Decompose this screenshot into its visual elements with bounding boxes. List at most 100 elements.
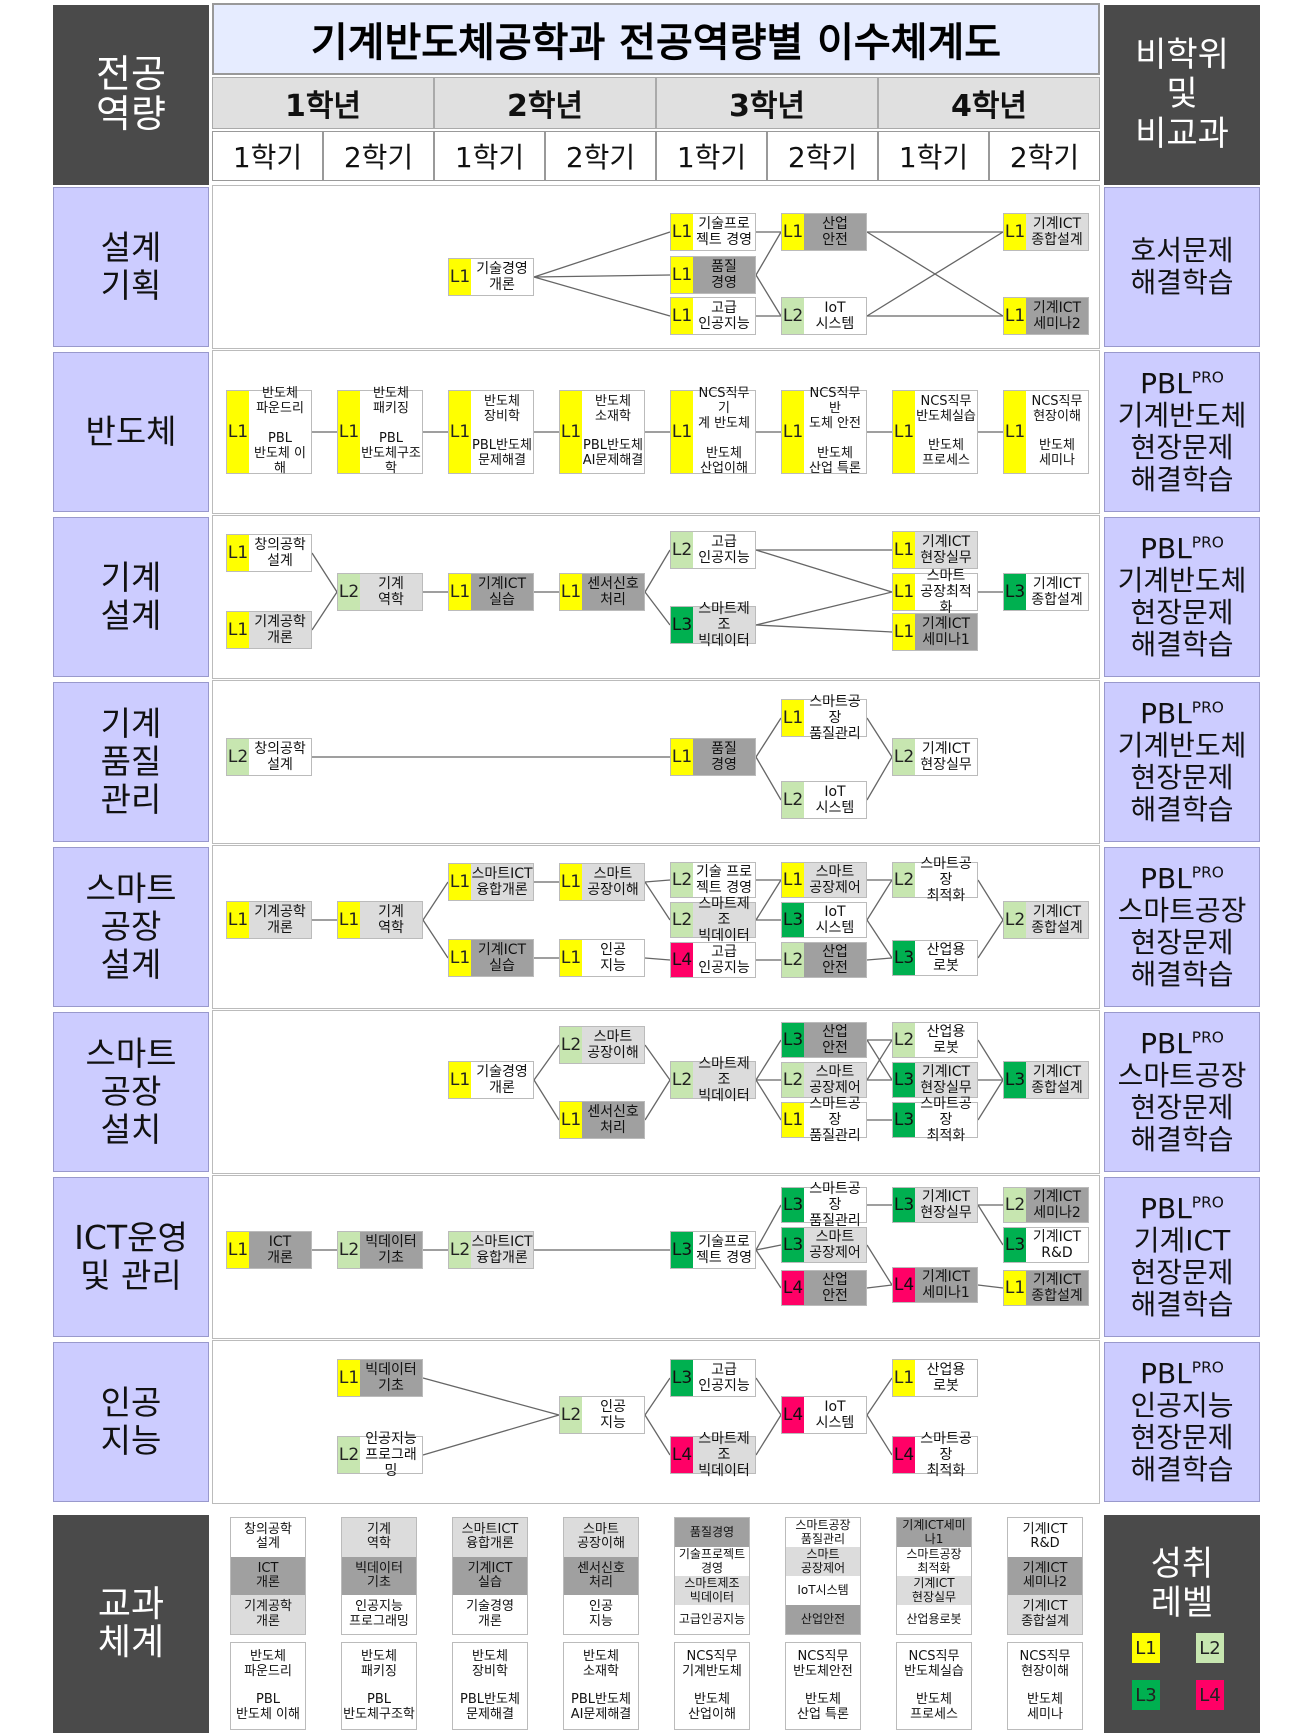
- curriculum-semicon-course: PBL반도체 AI문제해결: [570, 1692, 632, 1722]
- course-name: 기계ICT 종합설계: [1031, 1063, 1083, 1096]
- level-badge: L2: [782, 298, 804, 334]
- course-name: NCS직무 반도체실습 반도체 프로세스: [916, 393, 976, 469]
- connector-line: [866, 1377, 893, 1416]
- level-badge: L2: [1004, 1188, 1026, 1222]
- curriculum-semicon-course: 반도체 파운드리: [244, 1649, 292, 1679]
- course-name: 산업 안전: [822, 215, 848, 248]
- connector-line: [755, 549, 893, 593]
- course-name: 스마트공장 최적화: [920, 855, 972, 905]
- level-badge: L1: [227, 902, 249, 938]
- level-legend-badge: L4: [1196, 1680, 1224, 1710]
- course-name: 스마트 공장이해: [587, 865, 639, 898]
- level-badge: L1: [782, 1103, 804, 1137]
- course-name: 스마트 공장제어: [809, 1228, 861, 1261]
- level-badge: L1: [1004, 391, 1026, 473]
- curriculum-course: 기계ICT 실습: [453, 1556, 527, 1596]
- connector-line: [755, 879, 782, 921]
- connector-line: [644, 1377, 671, 1416]
- connector-line: [866, 879, 893, 921]
- pro-superscript: PRO: [1191, 533, 1224, 552]
- course-name: NCS직무 반 도체 안전 반도체 산업 특론: [809, 386, 861, 476]
- course-name: 기술프로 젝트 경영: [696, 1233, 752, 1266]
- curriculum-course: 스마트 공장제어: [786, 1547, 860, 1576]
- course-name: 빅데이터 기초: [365, 1233, 417, 1266]
- course-name: 반도체 장비학 PBL반도체 문제해결: [472, 393, 532, 469]
- course-name: NCS직무 현장이해 반도체 세미나: [1031, 393, 1083, 469]
- course-name: 기계ICT 종합설계: [1031, 215, 1083, 248]
- course-name: 창의공학 설계: [254, 740, 306, 773]
- course-name: 기술경영 개론: [476, 1063, 528, 1096]
- level-badge: L3: [671, 1360, 693, 1396]
- level-badge: L1: [227, 1232, 249, 1268]
- connector-line: [866, 717, 893, 758]
- extracurricular-text: 호서문제 해결학습: [1130, 233, 1234, 299]
- connector-line: [533, 1044, 560, 1081]
- competency-label: 반도체: [53, 352, 209, 512]
- pro-superscript: PRO: [1191, 1358, 1224, 1377]
- course-name: 스마트제조 빅데이터: [698, 1055, 750, 1105]
- pro-superscript: PRO: [1191, 368, 1224, 387]
- pbl-text: PBL: [1140, 1356, 1192, 1390]
- competency-row: [212, 185, 1100, 349]
- connector-line: [866, 1039, 893, 1081]
- curriculum-semicon-course: NCS직무 현장이해: [1019, 1649, 1071, 1679]
- curriculum-semicon-course: 반도체 세미나: [1027, 1692, 1063, 1722]
- level-badge: L2: [671, 903, 693, 937]
- curriculum-semicon-course: 반도체 산업 특론: [797, 1692, 849, 1722]
- course-name: 기계공학 개론: [254, 903, 306, 936]
- pbl-text: PBL: [1140, 1191, 1192, 1225]
- connector-line: [755, 756, 782, 801]
- course-name: IoT 시스템: [815, 783, 855, 816]
- competency-label: 스마트 공장 설계: [53, 847, 209, 1007]
- level-badge: L3: [893, 1188, 915, 1222]
- level-badge: L1: [449, 259, 471, 295]
- year-header: 3학년: [656, 77, 878, 129]
- level-badge: L2: [338, 574, 360, 610]
- course-name: 기계 역학: [378, 903, 404, 936]
- pbl-pro-mark: PBLPRO: [1140, 1356, 1224, 1390]
- curriculum-course: 품질경영: [675, 1518, 749, 1547]
- connector-line: [755, 624, 893, 633]
- level-badge: L4: [782, 1397, 804, 1433]
- level-badge: L2: [338, 1232, 360, 1268]
- curriculum-course: 기계공학 개론: [231, 1595, 305, 1635]
- curriculum-semicon-course: PBL 반도체구조학: [343, 1692, 415, 1722]
- pbl-pro-mark: PBLPRO: [1140, 862, 1224, 895]
- level-badge: L2: [1004, 902, 1026, 938]
- level-badge: L1: [560, 391, 582, 473]
- course-name: 기술프로 젝트 경영: [696, 215, 752, 248]
- connector-line: [644, 549, 671, 593]
- level-badge: L1: [893, 574, 915, 610]
- level-badge: L2: [782, 782, 804, 818]
- level-badge: L2: [560, 1397, 582, 1433]
- course-name: 스마트ICT 융합개론: [471, 1233, 533, 1266]
- course-name: 산업용 로봇: [926, 941, 966, 974]
- level-badge: L1: [893, 391, 915, 473]
